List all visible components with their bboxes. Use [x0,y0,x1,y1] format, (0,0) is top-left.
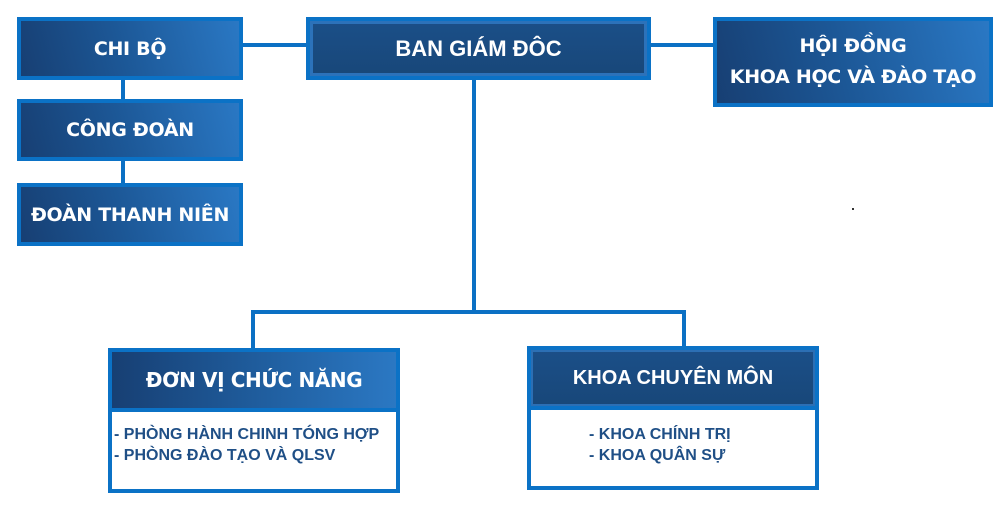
node-hoi-dong-khoa-hoc: HỘI ĐỒNG KHOA HỌC VÀ ĐÀO TẠO [713,17,993,107]
group-header: ĐƠN VỊ CHỨC NĂNG [112,352,396,412]
node-cong-doan: CÔNG ĐOÀN [17,99,243,161]
list-item: - KHOA CHÍNH TRỊ [589,426,731,443]
stray-dot [852,208,854,210]
node-ban-giam-doc: BAN GIÁM ĐÔC [306,17,651,80]
node-title-line1: HỘI ĐỒNG [799,35,907,57]
connector-to-khoachuyenmon [682,310,686,346]
group-list: - PHÒNG HÀNH CHINH TÓNG HỢP - PHÒNG ĐÀO … [112,424,396,489]
node-title: ĐOÀN THANH NIÊN [30,203,230,226]
connector-chibo-bangiamdoc [243,43,306,47]
list-item: - PHÒNG ĐÀO TẠO VÀ QLSV [114,447,336,464]
connector-congdoan-doanthanhnien [121,161,125,183]
connector-bangiamdoc-trunk [472,80,476,312]
list-item: - PHÒNG HÀNH CHINH TÓNG HỢP [114,426,380,443]
group-list: - KHOA CHÍNH TRỊ - KHOA QUÂN SỰ [531,424,815,486]
node-title: BAN GIÁM ĐÔC [395,35,562,61]
connector-horizontal-branch [251,310,686,314]
list-item: - KHOA QUÂN SỰ [589,447,726,464]
group-khoa-chuyen-mon: KHOA CHUYÊN MÔN - KHOA CHÍNH TRỊ - KHOA … [527,346,819,490]
connector-to-donvichucnang [251,310,255,348]
node-title-line2: KHOA HỌC VÀ ĐÀO TẠO [729,66,977,88]
group-title: KHOA CHUYÊN MÔN [572,366,774,389]
connector-bangiamdoc-hoidong [651,43,713,47]
node-chi-bo: CHI BỘ [17,17,243,80]
node-title: CÔNG ĐOÀN [66,119,194,141]
group-header: KHOA CHUYÊN MÔN [531,350,815,410]
node-doan-thanh-nien: ĐOÀN THANH NIÊN [17,183,243,246]
connector-chibo-congdoan [121,80,125,99]
group-don-vi-chuc-nang: ĐƠN VỊ CHỨC NĂNG - PHÒNG HÀNH CHINH TÓNG… [108,348,400,493]
node-title: CHI BỘ [93,37,167,60]
group-title: ĐƠN VỊ CHỨC NĂNG [145,368,363,392]
